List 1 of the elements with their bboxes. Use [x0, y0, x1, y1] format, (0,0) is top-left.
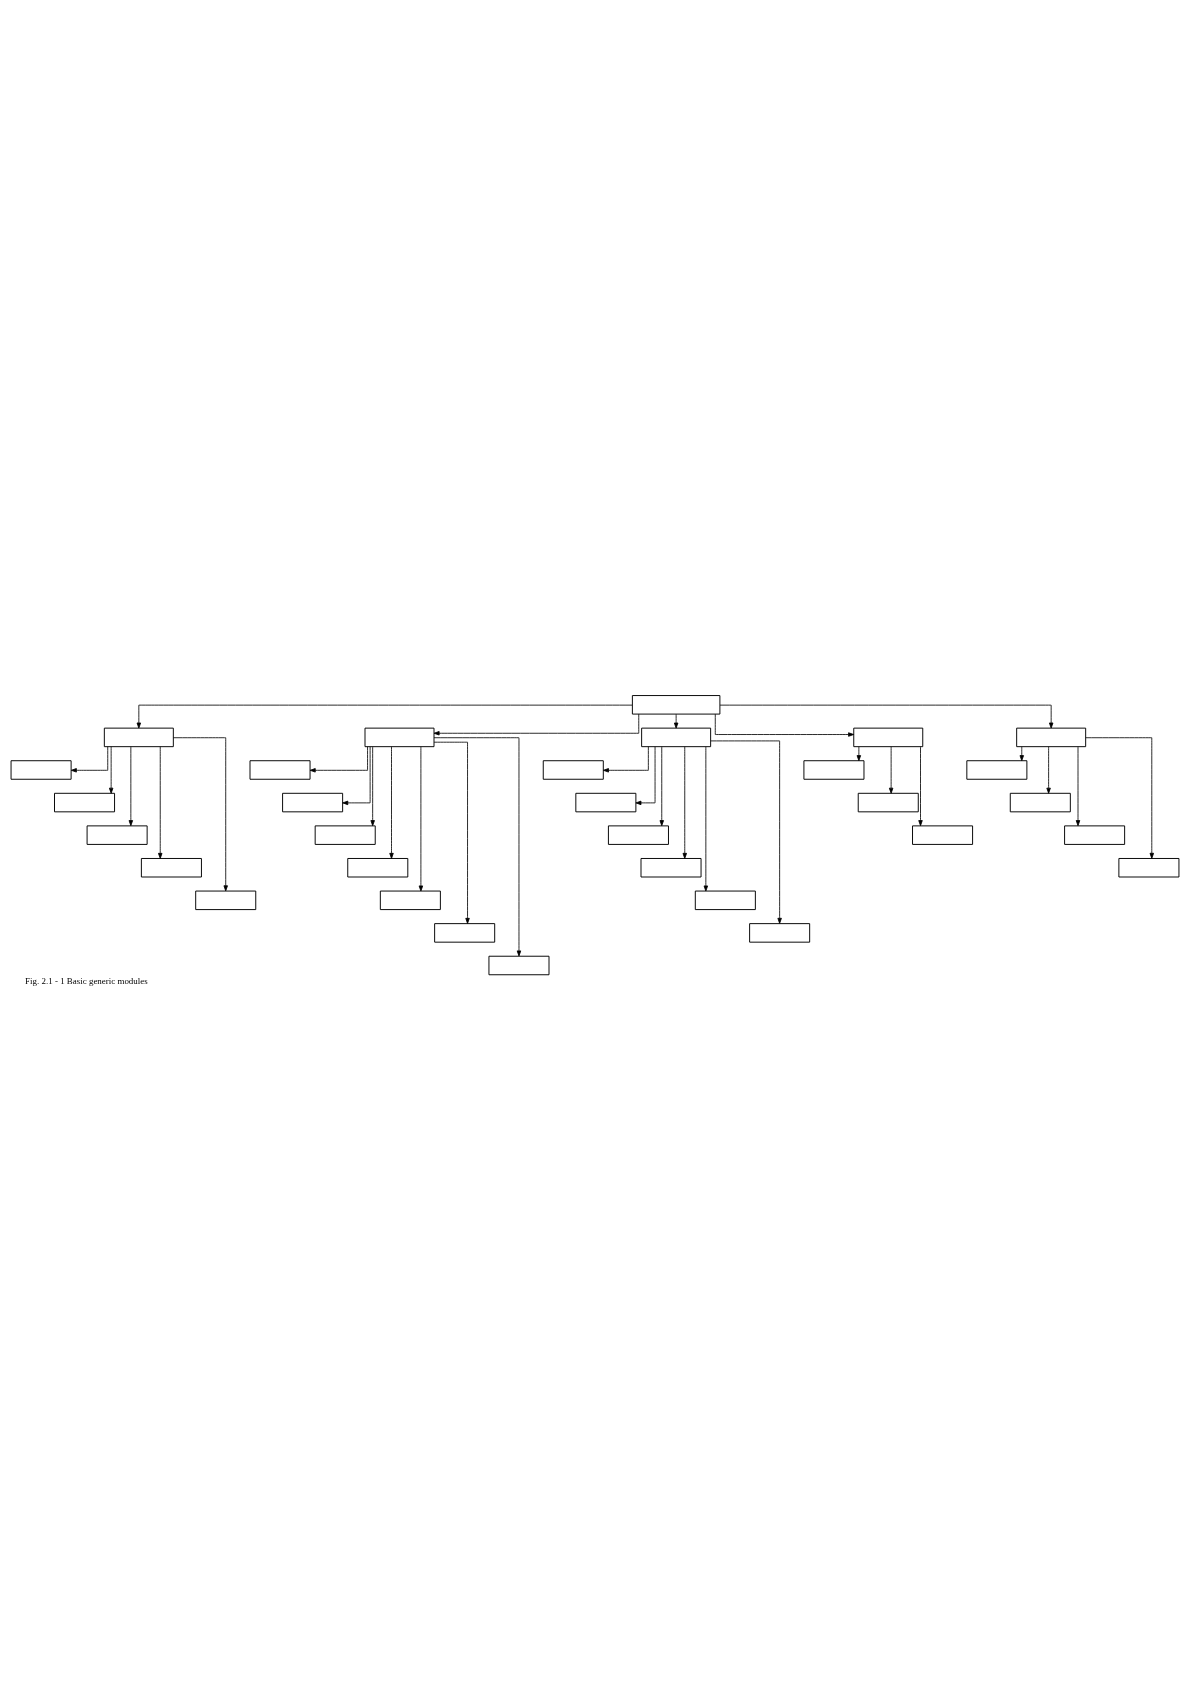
- caption: Fig. 2.1 - 1 Basic generic modules: [25, 975, 148, 986]
